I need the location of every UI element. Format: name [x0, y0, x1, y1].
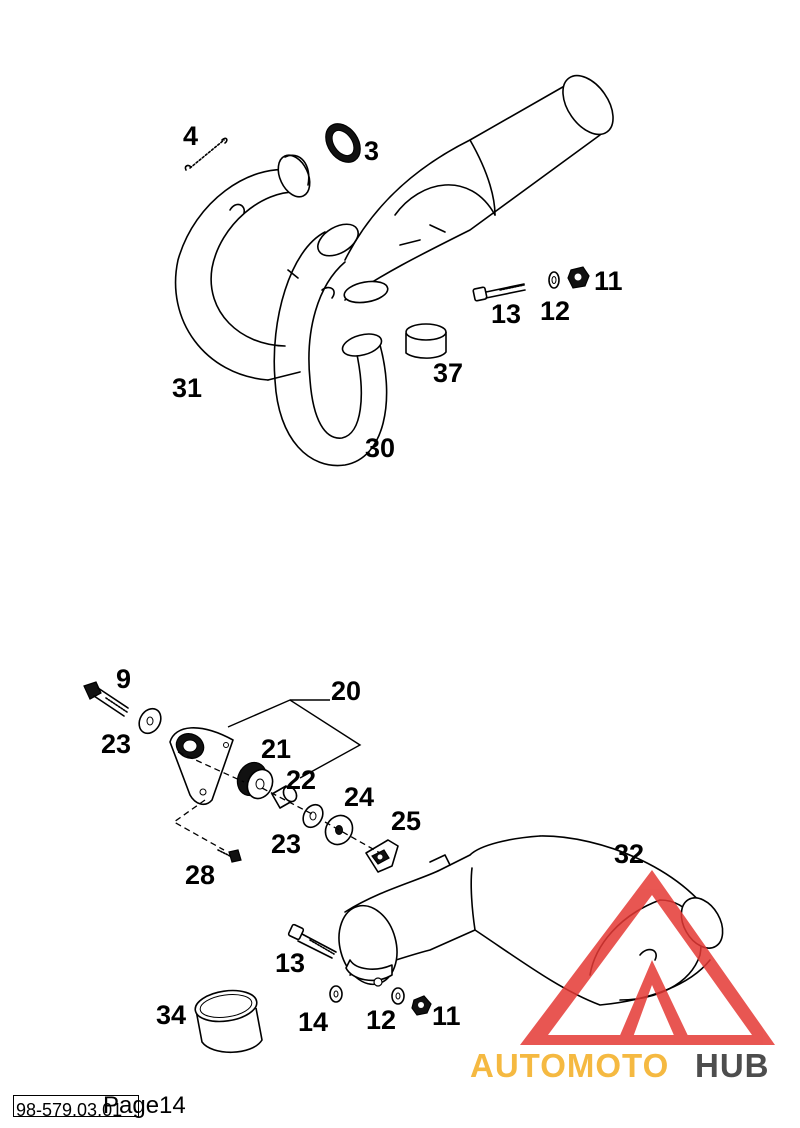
callout-21: 21	[261, 734, 291, 764]
callout-12-lower: 12	[366, 1005, 396, 1035]
header-pipe-30	[273, 223, 388, 467]
callout-14: 14	[298, 1007, 328, 1037]
document-code-box: 98-579.03.01	[13, 1095, 139, 1120]
clip-nut-25	[365, 839, 399, 873]
callout-32: 32	[614, 839, 644, 869]
callout-37: 37	[433, 358, 463, 388]
bolt-13-lower	[287, 923, 337, 959]
callout-31: 31	[172, 373, 202, 403]
callout-25: 25	[391, 806, 421, 836]
callout-28: 28	[185, 860, 215, 890]
document-code: 98-579.03.01	[16, 1100, 123, 1120]
washer-12-lower	[391, 987, 405, 1005]
callout-12-upper: 12	[540, 296, 570, 326]
page-footer: 98-579.03.01 Page14	[13, 1092, 243, 1120]
rubber-grommet-21	[236, 761, 274, 800]
spring-4	[184, 137, 228, 171]
washer-24	[324, 814, 354, 846]
callout-11-upper: 11	[594, 266, 623, 296]
automotohub-logo	[520, 870, 775, 1045]
logo-triangle-icon	[520, 870, 775, 1045]
sleeve-34	[194, 989, 263, 1053]
callout-23-upper: 23	[101, 729, 131, 759]
bolt-9	[83, 681, 129, 717]
washer-23-b	[302, 803, 324, 829]
header-pipe-31	[174, 154, 311, 381]
bolt-13-upper	[472, 283, 526, 302]
callout-9: 9	[116, 664, 131, 694]
callout-4: 4	[183, 121, 198, 151]
callout-11-lower: 11	[432, 1001, 461, 1031]
washer-12-upper	[548, 271, 560, 289]
screw-28	[217, 849, 242, 863]
watermark-text-part1: AUTOMOTO	[470, 1047, 669, 1084]
nut-11-lower	[411, 995, 432, 1016]
gasket-3	[325, 123, 361, 163]
callout-20: 20	[331, 676, 361, 706]
callout-30: 30	[365, 433, 395, 463]
page-number-label: Page14	[103, 1092, 186, 1119]
callout-22: 22	[286, 765, 316, 795]
front-silencer-pipe	[343, 74, 614, 304]
callout-34: 34	[156, 1000, 186, 1030]
nut-11-upper	[567, 266, 590, 289]
washer-23-a	[138, 707, 162, 735]
watermark-text-part2: HUB	[695, 1047, 770, 1084]
callout-23-lower: 23	[271, 829, 301, 859]
washer-14	[329, 985, 343, 1003]
callout-24: 24	[344, 782, 374, 812]
callout-13-upper: 13	[491, 299, 521, 329]
callout-13-lower: 13	[275, 948, 305, 978]
sleeve-37	[405, 323, 447, 359]
callout-3: 3	[364, 136, 379, 166]
bracket-20	[169, 727, 234, 806]
